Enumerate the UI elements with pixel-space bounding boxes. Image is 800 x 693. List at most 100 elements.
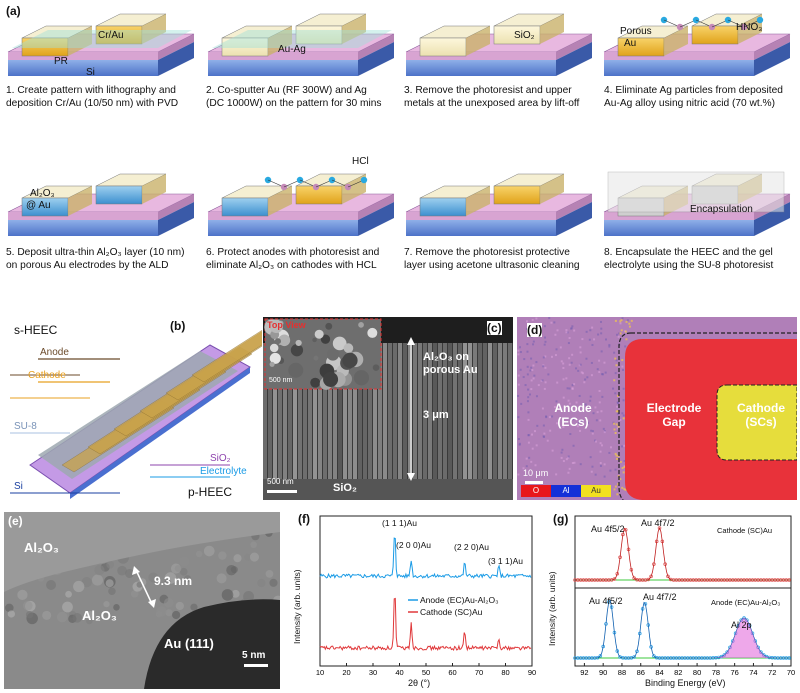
- step-7-caption: 7. Remove the photoresist protective lay…: [404, 247, 580, 271]
- cathode-scs-label-2: (SCs): [745, 415, 777, 429]
- step-4-diagram: [603, 13, 791, 76]
- step1-crau-label: Cr/Au: [98, 30, 124, 41]
- step-5-diagram: [7, 173, 195, 236]
- coating-label-2: porous Au: [423, 364, 478, 376]
- xps-bottom-panel-label: Anode (EC)Au-Al₂O₃: [711, 598, 781, 607]
- xrd-xlabel: 2θ (°): [408, 678, 431, 688]
- xrd-peak-111: (1 1 1)Au: [382, 518, 417, 528]
- scale-bar-label: 500 nm: [267, 477, 294, 486]
- panel-c-label: (c): [487, 321, 502, 335]
- xps-xtick-label-11: 70: [787, 668, 795, 677]
- step8-encap-label: Encapsulation: [690, 204, 753, 215]
- xps-bottom-peak-2: Au 4f7/2: [643, 592, 677, 602]
- xps-xtick-label-8: 76: [730, 668, 738, 677]
- legend-o: O: [532, 486, 540, 495]
- xrd-xtick-label-0: 10: [316, 668, 324, 677]
- xrd-xtick-label-2: 30: [369, 668, 377, 677]
- xps-xtick-label-3: 86: [637, 668, 645, 677]
- au-111-label: Au (111): [164, 636, 214, 651]
- step-1-diagram: [7, 13, 195, 76]
- xrd-series-0: [319, 537, 532, 579]
- panel-d-eds-map: (d) Anode (ECs) Electrode Gap Cathode (S…: [517, 317, 797, 500]
- tem-image-drawing: [4, 512, 280, 689]
- step-8-diagram: [603, 171, 791, 236]
- step-6-caption: 6. Protect anodes with photoresist and e…: [206, 247, 380, 271]
- p-heec-label: p-HEEC: [188, 485, 233, 499]
- eds-map-drawing: [517, 317, 797, 500]
- coating-label-1: Al₂O₃ on: [423, 351, 470, 363]
- step1-si-label: Si: [86, 67, 95, 78]
- b-electrode-5: [191, 329, 262, 383]
- electrode-gap-label-1: Electrode: [646, 401, 702, 415]
- step-2-diagram: [207, 13, 395, 76]
- cathode-label: Cathode: [28, 370, 66, 381]
- xps-xtick-label-10: 72: [768, 668, 776, 677]
- step-3-diagram: [405, 13, 593, 76]
- xrd-peak-200: (2 0 0)Au: [396, 540, 431, 550]
- xrd-legend-anode: Anode (EC)Au-Al₂O₃: [420, 595, 499, 605]
- xps-top-peak-1: Au 4f5/2: [591, 524, 625, 534]
- xrd-xtick-label-7: 80: [501, 668, 509, 677]
- xps-xtick-label-4: 84: [655, 668, 663, 677]
- inset-scale-label: 500 nm: [269, 377, 293, 384]
- xps-fit-1: [575, 599, 791, 659]
- anode-label: Anode: [40, 347, 69, 358]
- step-7-diagram: [405, 173, 593, 236]
- s-heec-label: s-HEEC: [14, 323, 58, 337]
- xrd-xtick-label-8: 90: [528, 668, 536, 677]
- xrd-plot-frame: [319, 515, 533, 667]
- sio2-label: SiO₂: [210, 453, 231, 464]
- xps-xtick-label-6: 80: [693, 668, 701, 677]
- legend-al: Al: [562, 486, 570, 495]
- xrd-xtick-label-5: 60: [448, 668, 456, 677]
- xps-al2p-fill: [715, 618, 773, 658]
- xrd-series-1: [319, 597, 532, 652]
- xps-bottom-peak-3: Al 2p: [731, 620, 752, 630]
- top-view-label: Top View: [267, 320, 306, 330]
- su8-label: SU-8: [14, 421, 37, 432]
- step-5-caption: 5. Deposit ultra-thin Al₂O₃ layer (10 nm…: [6, 247, 185, 271]
- cathode-scs-label-1: Cathode: [737, 401, 785, 415]
- xps-xtick-label-2: 88: [618, 668, 626, 677]
- step-3-caption: 3. Remove the photoresist and upper meta…: [404, 85, 580, 109]
- gap-thickness-label: 9.3 nm: [154, 574, 193, 588]
- panel-a-label: (a): [6, 4, 21, 18]
- legend-au: Au: [591, 486, 601, 495]
- heec-device-drawing: [10, 329, 262, 499]
- electrode-gap-label-2: Gap: [662, 415, 686, 429]
- sem-cross-section: [263, 317, 513, 500]
- step6-hcl-label: HCl: [352, 156, 369, 167]
- xrd-ylabel: Intensity (arb. units): [292, 569, 302, 644]
- step5-au-label: @ Au: [26, 200, 51, 211]
- panel-d-label: (d): [527, 323, 543, 337]
- xrd-legend-cathode: Cathode (SC)Au: [420, 607, 483, 617]
- xps-xlabel: Binding Energy (eV): [645, 678, 726, 688]
- panel-b-label: (b): [170, 319, 186, 333]
- step4-hno3-label: HNO₃: [736, 22, 762, 33]
- panel-b: (b) s-HEEC Anode Cathode SU-8 SiO₂ Elect…: [0, 315, 262, 505]
- xps-bottom-frame: [574, 587, 792, 667]
- substrate-label: SiO₂: [333, 482, 357, 494]
- panel-e-tem: (e) Al₂O₃ Al₂O₃ 9.3 nm Au (111) 5 nm: [4, 512, 280, 689]
- step4-porous-label: Porous: [620, 26, 652, 37]
- step3-sio2-label: SiO₂: [514, 30, 535, 41]
- xrd-xtick-label-3: 40: [395, 668, 403, 677]
- panel-g-label: (g): [553, 512, 569, 526]
- step-8-caption: 8. Encapsulate the HEEC and the gel elec…: [604, 247, 774, 271]
- xps-xtick-label-7: 78: [712, 668, 720, 677]
- step-1-caption: 1. Create pattern with lithography and d…: [6, 85, 179, 109]
- xps-xtick-label-5: 82: [674, 668, 682, 677]
- panel-e-label: (e): [8, 514, 23, 528]
- xps-top-peak-2: Au 4f7/2: [641, 518, 675, 528]
- step-6-diagram: [207, 173, 395, 236]
- xrd-xtick-label-4: 50: [422, 668, 430, 677]
- xps-ylabel: Intensity (arb. units): [547, 571, 557, 646]
- electrolyte-label: Electrolyte: [200, 466, 247, 477]
- step4-au-label: Au: [624, 38, 636, 49]
- xrd-xtick-label-1: 20: [342, 668, 350, 677]
- xps-xtick-label-1: 90: [599, 668, 607, 677]
